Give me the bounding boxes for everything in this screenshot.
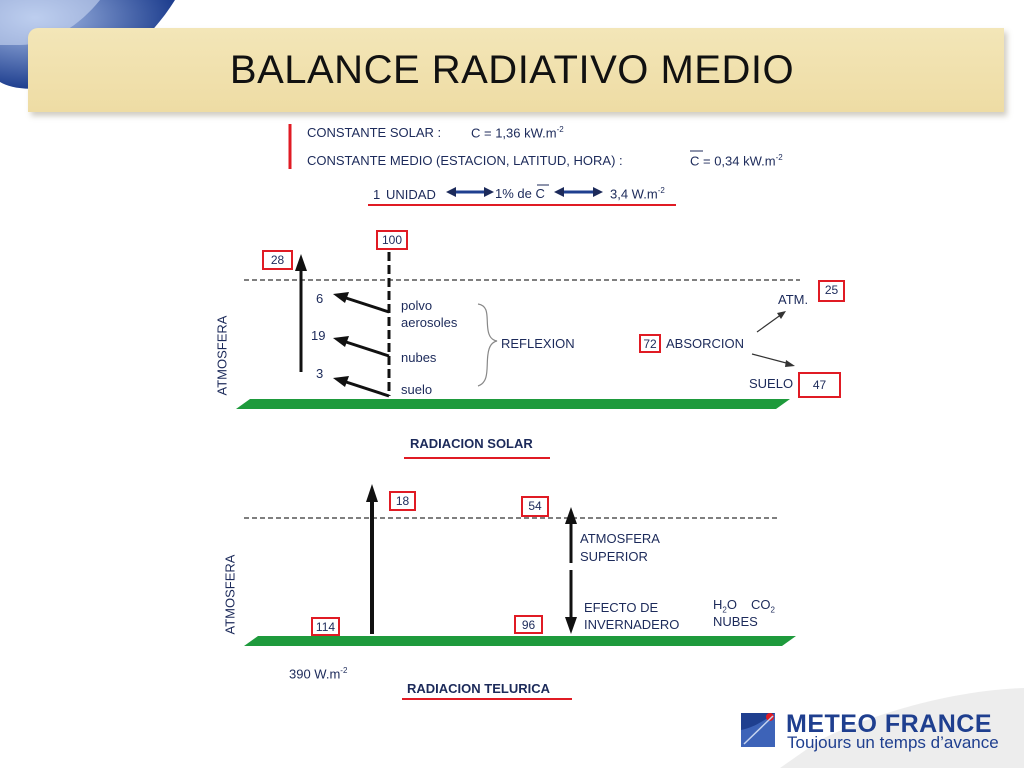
- emitted-value-box: 114: [311, 617, 340, 636]
- label-h2o: H2O: [713, 597, 737, 615]
- label-absorcion: ABSORCION: [666, 336, 745, 351]
- section-title-solar: RADIACION SOLAR: [410, 436, 533, 451]
- greenhouse-value-box: 96: [514, 615, 543, 634]
- label-atm: ATM.: [778, 292, 809, 307]
- ground-absorption-box: 47: [798, 372, 841, 398]
- absorption-atm-arrow: [756, 313, 783, 333]
- section-title-telurica: RADIACION TELURICA: [407, 681, 550, 696]
- mean-constant-label: CONSTANTE MEDIO (ESTACION, LATITUD, HORA…: [307, 153, 623, 168]
- logo-name: METEO FRANCE: [786, 710, 992, 738]
- label-suelo-absorption: SUELO: [749, 376, 794, 391]
- label-efecto-1: EFECTO DE: [584, 600, 659, 615]
- label-nubes-gases: NUBES: [713, 614, 758, 629]
- label-atm-superior-2: SUPERIOR: [580, 549, 648, 564]
- label-flux: 390 W.m-2: [289, 666, 348, 682]
- label-reflexion: REFLEXION: [501, 336, 575, 351]
- label-suelo: suelo: [401, 382, 433, 397]
- reflection-nubes-arrow: [345, 340, 390, 358]
- reflection-suelo-arrow: [345, 380, 390, 398]
- unit-label: UNIDAD: [386, 187, 436, 202]
- solar-constant-label: CONSTANTE SOLAR :: [307, 125, 442, 140]
- label-polvo: polvo: [401, 298, 433, 313]
- ground: [236, 399, 790, 409]
- absorption-value-box: 72: [639, 334, 661, 353]
- reflection-nubes-value: 19: [311, 328, 326, 343]
- corner-wave: [780, 688, 1024, 768]
- label-atm-superior-1: ATMOSFERA: [580, 531, 660, 546]
- label-nubes: nubes: [401, 350, 437, 365]
- logo-slogan: Toujours un temps d’avance: [787, 733, 999, 752]
- label-aerosoles: aerosoles: [401, 315, 458, 330]
- label-efecto-2: INVERNADERO: [584, 617, 680, 632]
- double-arrow-icon: [446, 187, 494, 197]
- atm-absorption-box: 25: [818, 280, 845, 302]
- atm-up-value-box: 54: [521, 496, 549, 517]
- absorption-ground-arrow: [751, 353, 791, 365]
- double-arrow-icon: [554, 187, 603, 197]
- solar-constant-value: C = 1,36 kW.m-2: [471, 125, 564, 141]
- unit-one: 1: [373, 187, 381, 202]
- incoming-value-box: 100: [376, 230, 408, 250]
- unit-wm: 3,4 W.m-2: [610, 186, 665, 202]
- escape-value-box: 18: [389, 491, 416, 511]
- brace: [477, 303, 498, 387]
- page-title: BALANCE RADIATIVO MEDIO: [229, 48, 795, 92]
- reflection-suelo-value: 3: [316, 366, 324, 381]
- mean-constant-value: C = 0,34 kW.m-2: [690, 153, 783, 169]
- unit-percent: 1% de C: [495, 186, 545, 201]
- reflection-polvo-arrow: [345, 296, 390, 314]
- label-co2: CO2: [751, 597, 775, 615]
- title-band: [28, 28, 1004, 112]
- reflection-polvo-value: 6: [316, 291, 324, 306]
- ground: [244, 636, 796, 646]
- outgoing-value-box: 28: [262, 250, 293, 270]
